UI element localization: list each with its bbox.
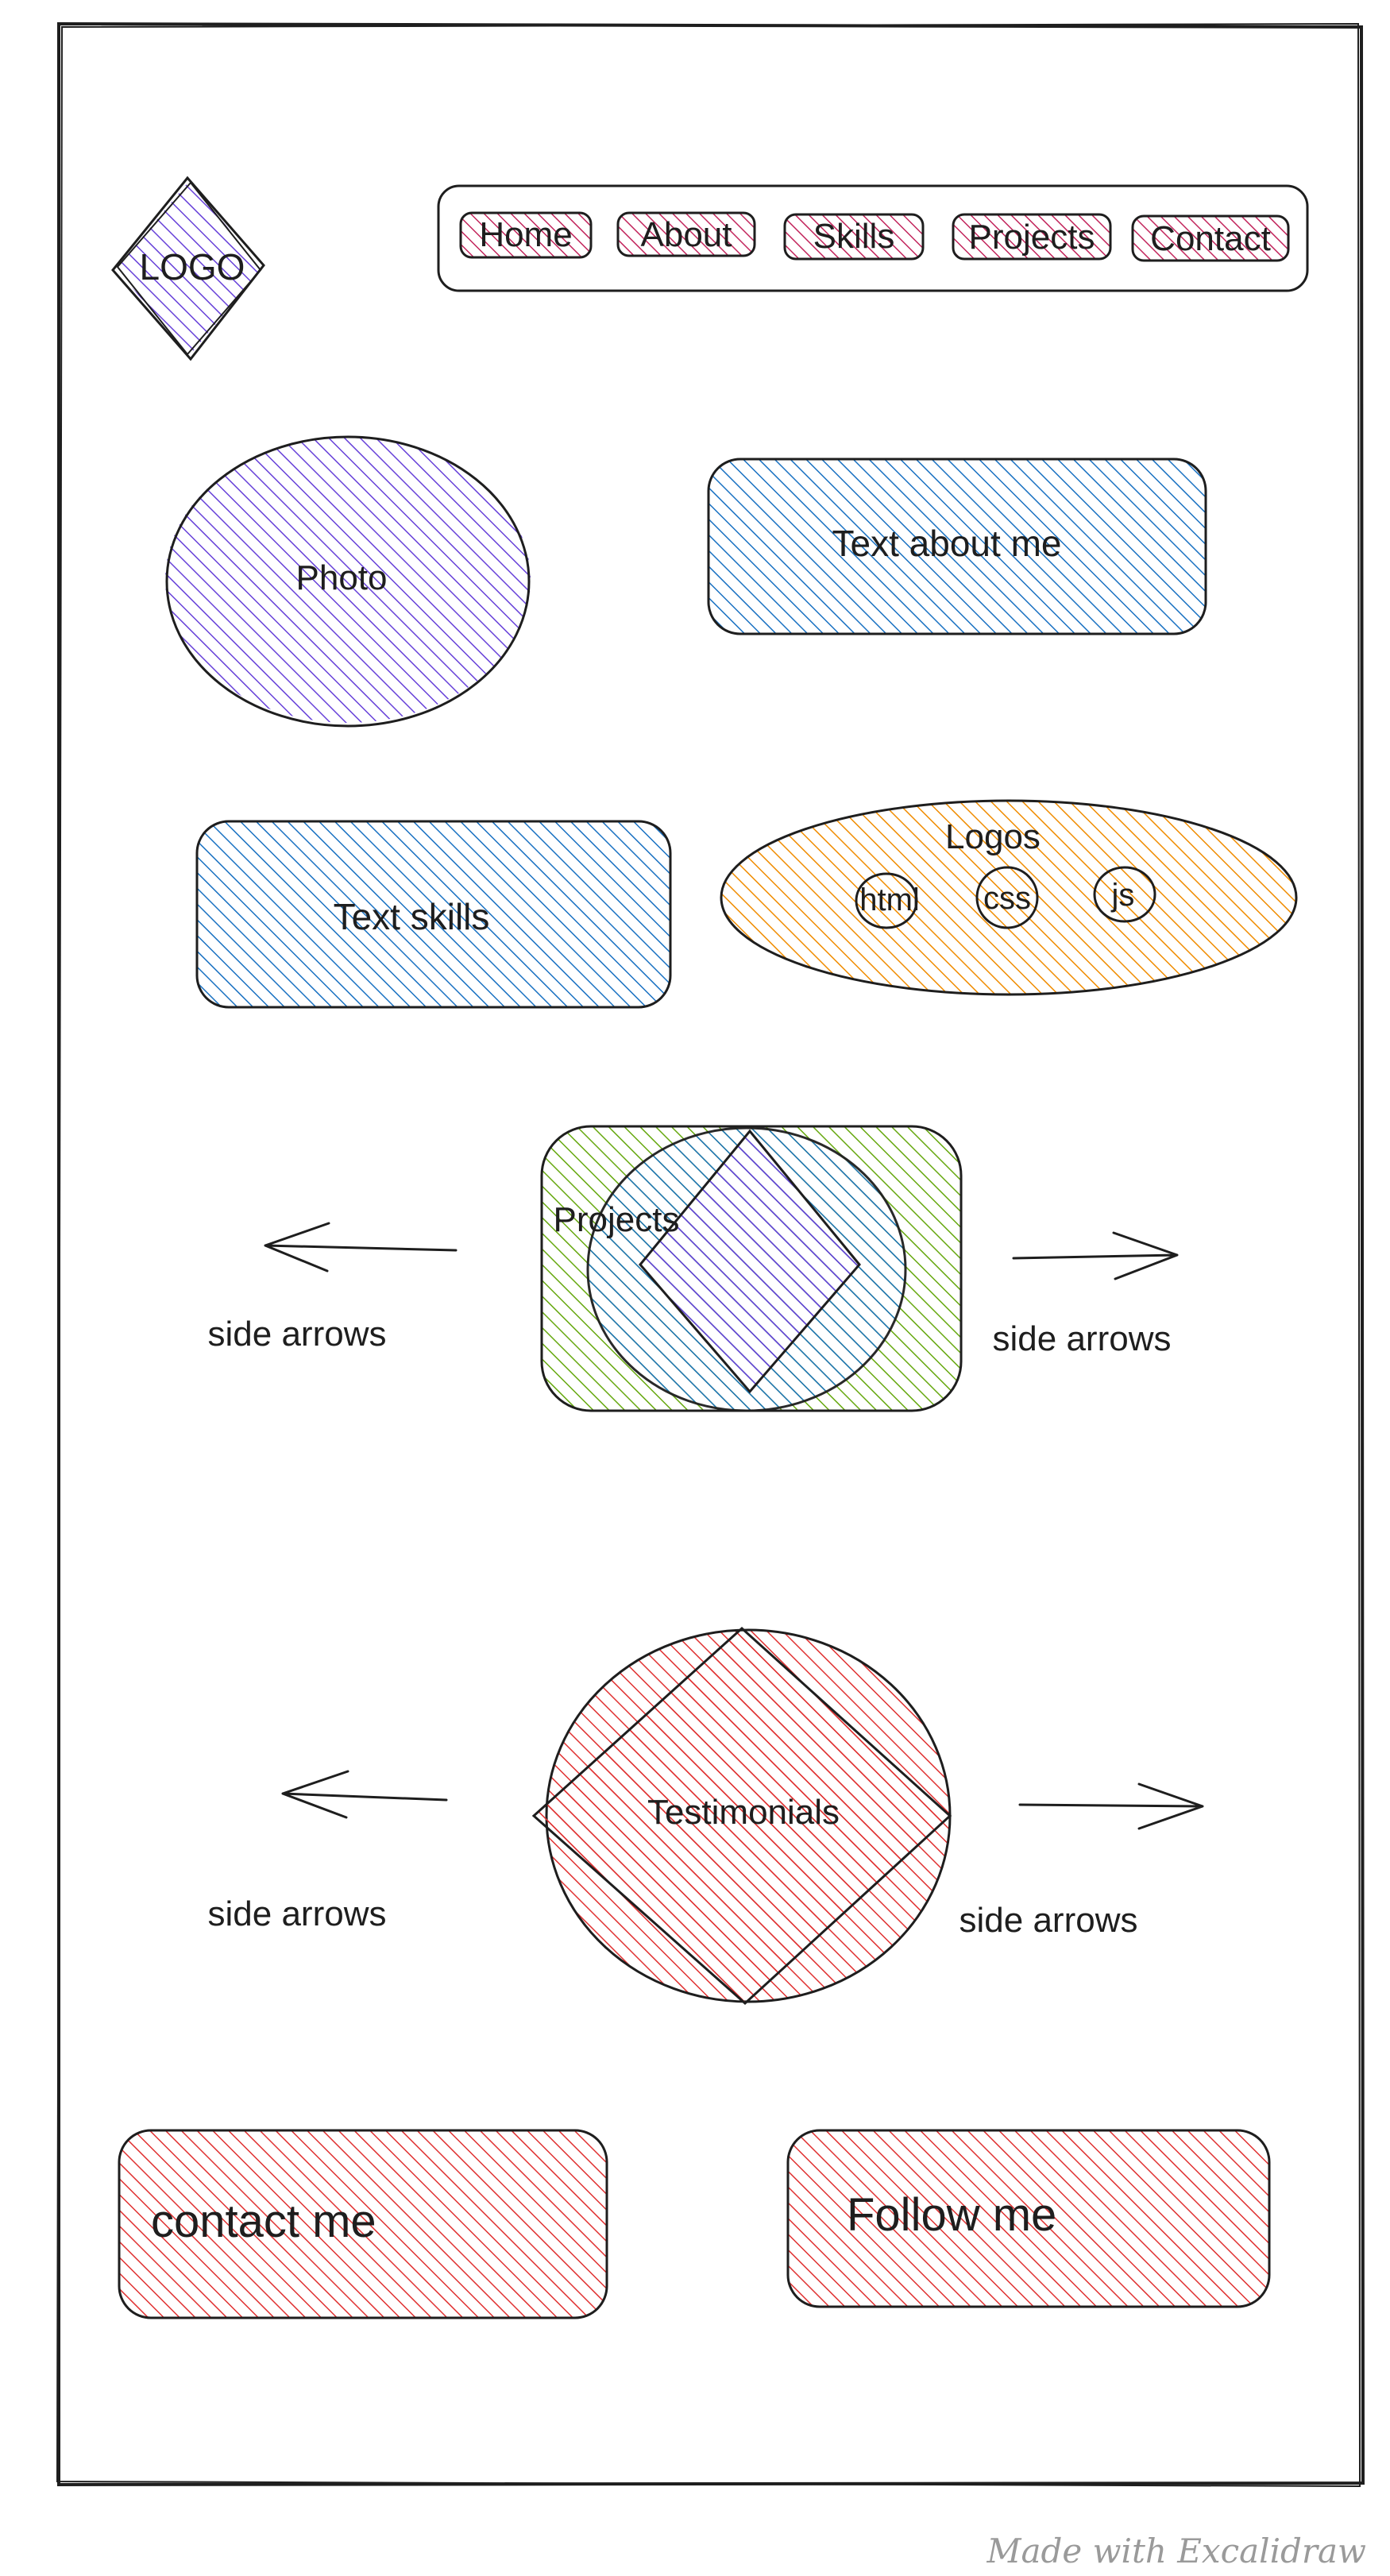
- page-frame: [56, 21, 1365, 2488]
- about-text-label: Text about me: [832, 523, 1062, 564]
- testimonials-left-arrow[interactable]: [281, 1770, 448, 1819]
- contact-me-label: contact me: [151, 2196, 376, 2247]
- nav-item-contact-label: Contact: [1150, 219, 1271, 258]
- projects-label: Projects: [554, 1200, 680, 1239]
- projects-left-arrow[interactable]: [264, 1222, 458, 1273]
- follow-me-block[interactable]: Follow me: [786, 2129, 1271, 2308]
- excalidraw-watermark: Made with Excalidraw: [986, 2532, 1366, 2570]
- nav-bar: [437, 184, 1309, 292]
- contact-me-block[interactable]: contact me: [118, 2129, 608, 2319]
- projects-left-arrow-label: side arrows: [208, 1315, 387, 1354]
- about-text-block: Text about me: [707, 458, 1207, 635]
- nav-item-about-label: About: [641, 215, 732, 254]
- logo-html-icon: html: [855, 872, 920, 929]
- nav-item-home[interactable]: Home: [459, 211, 593, 259]
- testimonials-right-arrow-label: side arrows: [959, 1901, 1138, 1940]
- photo-placeholder: Photo: [165, 435, 531, 728]
- logo-css-label: css: [983, 881, 1031, 916]
- logo-js-icon: js: [1093, 866, 1156, 923]
- skills-text-block: Text skills: [195, 820, 672, 1009]
- skills-logos-block: Logos html css js: [720, 799, 1298, 996]
- projects-right-arrow[interactable]: [1012, 1231, 1179, 1280]
- nav-item-contact[interactable]: Contact: [1131, 214, 1290, 262]
- nav-item-skills-label: Skills: [813, 217, 895, 256]
- nav-item-skills[interactable]: Skills: [783, 213, 925, 261]
- logo-js-label: js: [1111, 878, 1135, 913]
- testimonials-carousel[interactable]: Testimonials: [531, 1626, 952, 2006]
- testimonials-label: Testimonials: [647, 1793, 840, 1832]
- testimonials-right-arrow[interactable]: [1018, 1782, 1204, 1830]
- testimonials-left-arrow-label: side arrows: [208, 1894, 387, 1933]
- logo-html-label: html: [859, 882, 920, 917]
- nav-item-projects[interactable]: Projects: [952, 213, 1112, 261]
- nav-item-home-label: Home: [479, 215, 572, 254]
- follow-me-label: Follow me: [847, 2189, 1056, 2241]
- nav-item-about[interactable]: About: [616, 211, 756, 257]
- logos-label: Logos: [945, 817, 1041, 856]
- nav-item-projects-label: Projects: [969, 218, 1095, 257]
- logo[interactable]: LOGO: [111, 176, 265, 361]
- logo-label: LOGO: [140, 246, 245, 288]
- projects-right-arrow-label: side arrows: [993, 1319, 1172, 1358]
- photo-label: Photo: [296, 558, 388, 597]
- skills-text-label: Text skills: [334, 896, 490, 937]
- projects-carousel[interactable]: Projects: [540, 1125, 963, 1412]
- logo-css-icon: css: [975, 866, 1039, 929]
